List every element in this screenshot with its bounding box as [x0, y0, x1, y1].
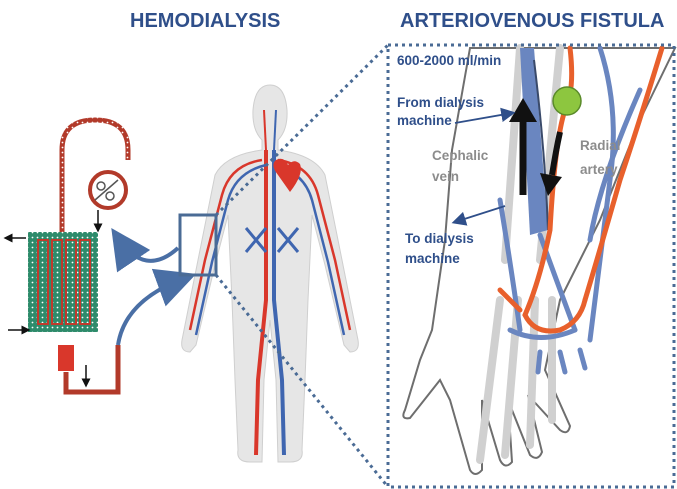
cephalic-vein-label-line1: Cephalic	[432, 148, 489, 163]
blood-to-machine-arrow	[118, 238, 178, 261]
from-dialysis-label-line2: machine	[397, 113, 452, 128]
title-hemodialysis: HEMODIALYSIS	[130, 10, 280, 32]
to-dialysis-label-line1: To dialysis	[405, 231, 474, 246]
dialysis-circuit	[8, 120, 128, 392]
blood-from-machine-arrow	[118, 278, 185, 345]
cephalic-vein-label-line2: vein	[432, 169, 459, 184]
radial-artery-label-line1: Radial	[580, 138, 621, 153]
fistula-panel	[388, 45, 675, 487]
from-dialysis-label-line1: From dialysis	[397, 95, 484, 110]
title-arteriovenous-fistula: ARTERIOVENOUS FISTULA	[400, 10, 664, 32]
anastomosis-dot	[553, 87, 581, 115]
radial-artery-label-line2: artery	[580, 162, 618, 177]
drip-chamber	[58, 345, 74, 371]
flow-rate-label: 600-2000 ml/min	[397, 53, 501, 68]
blood-pump	[90, 172, 126, 208]
to-dialysis-label-line2: machine	[405, 251, 460, 266]
dialyzer-filter	[28, 232, 98, 332]
human-body	[180, 85, 358, 462]
